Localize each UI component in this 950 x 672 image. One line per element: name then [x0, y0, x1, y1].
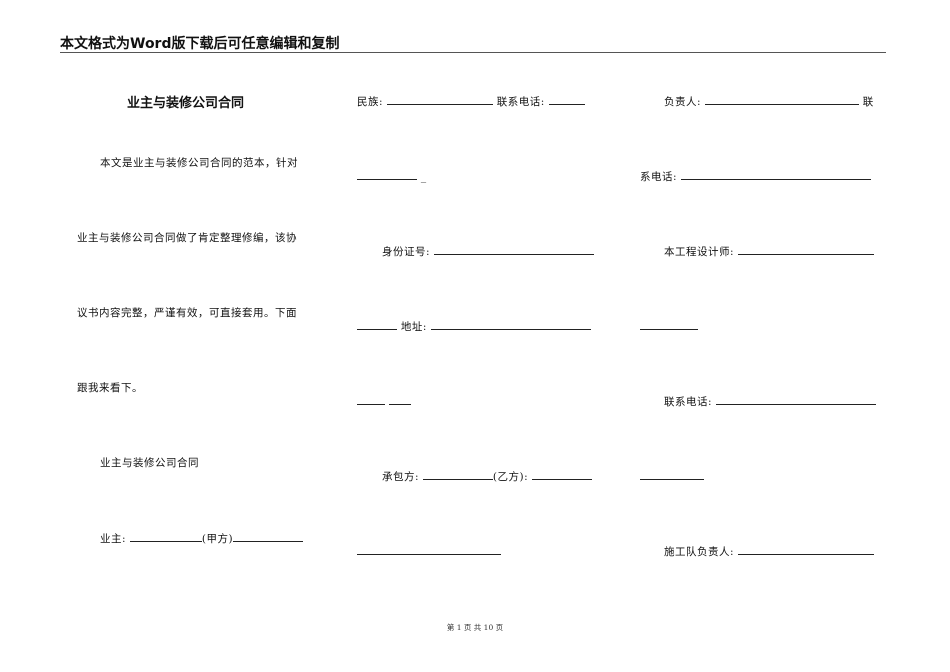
intro-line-2: 业主与装修公司合同做了肯定整理修编，该协	[77, 232, 297, 244]
phone-continuation-row: _	[357, 168, 427, 183]
tail-mark: _	[420, 171, 427, 183]
designer-phone-continuation-blank	[640, 468, 704, 480]
party-b-blank	[531, 468, 592, 480]
designer-continuation-row	[640, 318, 698, 333]
designer-phone-blank	[715, 393, 876, 405]
owner-blank	[129, 530, 202, 542]
designer-phone-continuation-row	[640, 468, 704, 483]
owner-row: 业主: (甲方)	[100, 530, 304, 546]
address-continuation-blank-2	[388, 393, 411, 405]
address-continuation-blank-1	[357, 393, 385, 405]
designer-phone-label: 联系电话:	[664, 396, 713, 408]
id-label: 身份证号:	[382, 246, 431, 258]
team-leader-row: 施工队负责人:	[664, 543, 874, 559]
designer-label: 本工程设计师:	[664, 246, 735, 258]
responsible-label: 负责人:	[664, 96, 702, 108]
id-row: 身份证号:	[382, 243, 594, 259]
phone-label: 联系电话:	[496, 96, 545, 108]
party-a-blank	[233, 530, 304, 542]
designer-blank	[737, 243, 874, 255]
responsible-phone-row: 系电话:	[640, 168, 871, 184]
ethnicity-label: 民族:	[357, 96, 384, 108]
designer-phone-row: 联系电话:	[664, 393, 876, 409]
id-blank	[433, 243, 594, 255]
phone-blank	[548, 93, 585, 105]
header-divider	[60, 52, 886, 53]
contract-subtitle: 业主与装修公司合同	[100, 457, 199, 469]
phone-continuation-blank	[357, 168, 417, 180]
pre-address-blank	[357, 318, 397, 330]
owner-label: 业主:	[100, 533, 127, 545]
contractor-continuation-row	[357, 543, 501, 558]
party-b-label: (乙方):	[492, 471, 529, 483]
designer-continuation-blank	[640, 318, 698, 330]
intro-line-3: 议书内容完整，严谨有效，可直接套用。下面	[77, 307, 297, 319]
intro-line-1: 本文是业主与装修公司合同的范本，针对	[100, 157, 298, 169]
lian-char: 联	[862, 96, 874, 108]
designer-row: 本工程设计师:	[664, 243, 874, 259]
responsible-phone-blank	[680, 168, 871, 180]
responsible-phone-label: 系电话:	[640, 171, 678, 183]
contractor-label: 承包方:	[382, 471, 420, 483]
team-leader-label: 施工队负责人:	[664, 546, 735, 558]
address-label: 地址:	[400, 321, 427, 333]
party-a-label: (甲方)	[201, 533, 234, 545]
address-continuation-row	[357, 393, 411, 408]
contractor-row: 承包方: (乙方):	[382, 468, 592, 484]
intro-line-4: 跟我来看下。	[77, 382, 143, 394]
responsible-row: 负责人: 联	[664, 93, 874, 109]
ethnicity-row: 民族: 联系电话:	[357, 93, 585, 109]
ethnicity-blank	[386, 93, 493, 105]
document-title: 业主与装修公司合同	[127, 96, 245, 111]
contractor-blank	[422, 468, 493, 480]
header-title: 本文格式为Word版下载后可任意编辑和复制	[60, 36, 340, 52]
team-leader-blank	[737, 543, 874, 555]
address-blank	[430, 318, 591, 330]
address-row: 地址:	[357, 318, 591, 334]
responsible-blank	[704, 93, 859, 105]
contractor-continuation-blank	[357, 543, 501, 555]
page-footer: 第 1 页 共 10 页	[446, 623, 504, 632]
